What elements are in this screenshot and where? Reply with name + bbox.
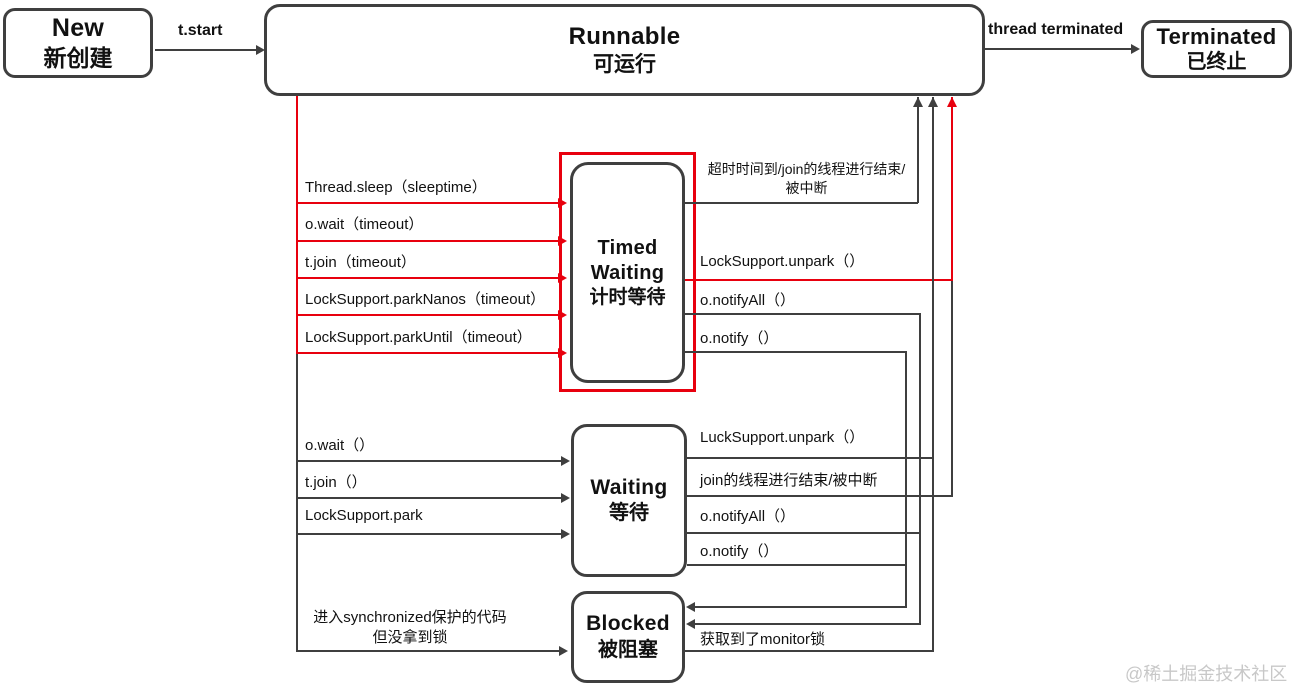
edge-timeout-join-arrowhead: [913, 97, 923, 107]
edge-park-until-line: [296, 352, 559, 354]
label-thread-terminated: thread terminated: [988, 21, 1124, 38]
state-blocked-label-zh: 被阻塞: [598, 638, 658, 661]
edge-park-nanos-arrowhead: [558, 310, 567, 320]
state-runnable-box: Runnable 可运行: [264, 4, 985, 96]
edge-unpark-timed-arrowhead: [947, 97, 957, 107]
edge-tjoin-timeout-line: [296, 277, 559, 279]
state-timed-waiting-label-zh: 计时等待: [589, 286, 666, 308]
state-terminated-box: Terminated 已终止: [1141, 20, 1292, 78]
edge-notifyall-waiting-line: [687, 532, 920, 534]
label-enter-synchronized-line1: 进入synchronized保护的代码: [313, 609, 507, 626]
edge-runnable-to-terminated-line: [985, 48, 1134, 50]
state-waiting-label-en: Waiting: [590, 475, 668, 499]
label-thread-sleep: Thread.sleep（sleeptime）: [305, 179, 487, 196]
label-monitor-lock: 获取到了monitor锁: [700, 631, 826, 648]
edge-monitor-line: [685, 650, 934, 652]
state-runnable-label-zh: 可运行: [593, 52, 656, 76]
edge-notifyall-into-blocked-arrowhead: [686, 619, 695, 629]
edge-park-until-arrowhead: [558, 348, 567, 358]
label-o-notifyall-timed: o.notifyAll（）: [700, 292, 796, 309]
label-enter-synchronized: 进入synchronized保护的代码 但没拿到锁: [300, 608, 520, 649]
edge-sleep-line: [296, 202, 559, 204]
edge-park-arrowhead: [561, 529, 570, 539]
edge-owait-timeout-line: [296, 240, 559, 242]
edge-tjoin-arrowhead: [561, 493, 570, 503]
state-timed-waiting-label-en: Timed Waiting: [590, 236, 665, 284]
state-new-box: New 新创建: [3, 8, 153, 78]
timed-waiting-highlight-rect: [559, 152, 696, 392]
edge-park-nanos-line: [296, 314, 559, 316]
label-timeout-join-line2: 被中断: [785, 179, 828, 196]
edge-unpark-waiting-arrowhead: [928, 97, 938, 107]
state-blocked-label-en: Blocked: [586, 612, 670, 636]
edge-sync-line: [296, 650, 560, 652]
edge-owait-line: [296, 460, 562, 462]
edge-runnable-to-terminated-arrowhead: [1131, 44, 1140, 54]
state-runnable-label-en: Runnable: [568, 22, 681, 50]
label-enter-synchronized-line2: 但没拿到锁: [372, 629, 448, 647]
label-o-wait-timeout: o.wait（timeout）: [305, 216, 424, 233]
edge-unpark-timed-vertical: [951, 97, 953, 281]
edge-notify-into-blocked-arrowhead: [686, 602, 695, 612]
state-timed-waiting-box: Timed Waiting 计时等待: [570, 162, 685, 383]
trunk-left-gray: [296, 354, 298, 652]
label-o-notifyall-waiting: o.notifyAll（）: [700, 508, 796, 525]
edge-new-to-runnable-arrowhead: [256, 45, 265, 55]
label-o-notify-waiting: o.notify（）: [700, 543, 779, 560]
label-o-wait: o.wait（）: [305, 437, 375, 454]
label-o-notify-timed: o.notify（）: [700, 330, 779, 347]
watermark-text: @稀土掘金技术社区: [1125, 664, 1288, 684]
edge-timeout-join-vertical: [917, 97, 919, 203]
label-t-join-timeout: t.join（timeout）: [305, 254, 416, 271]
edge-unpark-timed-line: [685, 279, 953, 281]
edge-notifyall-timed-line: [685, 313, 920, 315]
edge-notify-down-vertical: [905, 351, 907, 608]
edge-owait-arrowhead: [561, 456, 570, 466]
label-t-start: t.start: [178, 22, 223, 39]
edge-owait-timeout-arrowhead: [558, 236, 567, 246]
label-locksupport-park: LockSupport.park: [305, 507, 423, 524]
edge-notify-timed-line: [685, 351, 906, 353]
edge-new-to-runnable-line: [155, 49, 259, 51]
edge-notifyall-into-blocked-line: [694, 623, 921, 625]
edge-notifyall-down-vertical: [919, 313, 921, 625]
edge-tjoin-timeout-arrowhead: [558, 273, 567, 283]
edge-unpark-waiting-line: [687, 457, 933, 459]
trunk-left-red: [296, 96, 298, 354]
edge-join-end-line: [687, 495, 953, 497]
label-park-nanos: LockSupport.parkNanos（timeout）: [305, 291, 546, 308]
edge-timeout-join-line: [685, 202, 918, 204]
state-terminated-label-en: Terminated: [1156, 23, 1277, 49]
state-new-label-en: New: [51, 14, 105, 42]
state-blocked-box: Blocked 被阻塞: [571, 591, 685, 683]
state-new-label-zh: 新创建: [43, 45, 113, 72]
label-lucksupport-unpark: LuckSupport.unpark（）: [700, 429, 865, 446]
state-waiting-box: Waiting 等待: [571, 424, 687, 577]
edge-park-line: [296, 533, 562, 535]
label-join-end-interrupt: join的线程进行结束/被中断: [700, 472, 878, 489]
state-waiting-label-zh: 等待: [609, 502, 649, 525]
edge-sync-arrowhead: [559, 646, 568, 656]
edge-monitor-vertical: [932, 97, 934, 652]
label-timeout-join-line1: 超时时间到/join的线程进行结束/: [707, 161, 906, 177]
edge-notify-into-blocked-line: [694, 606, 907, 608]
label-timeout-join-interrupt: 超时时间到/join的线程进行结束/ 被中断: [695, 160, 918, 198]
state-terminated-label-zh: 已终止: [1186, 51, 1247, 74]
edge-notify-waiting-line: [687, 564, 906, 566]
edge-sleep-arrowhead: [558, 198, 567, 208]
edge-join-end-vertical: [951, 281, 953, 497]
label-locksupport-unpark: LockSupport.unpark（）: [700, 253, 865, 270]
edge-tjoin-line: [296, 497, 562, 499]
label-park-until: LockSupport.parkUntil（timeout）: [305, 329, 532, 346]
label-t-join: t.join（）: [305, 474, 367, 491]
